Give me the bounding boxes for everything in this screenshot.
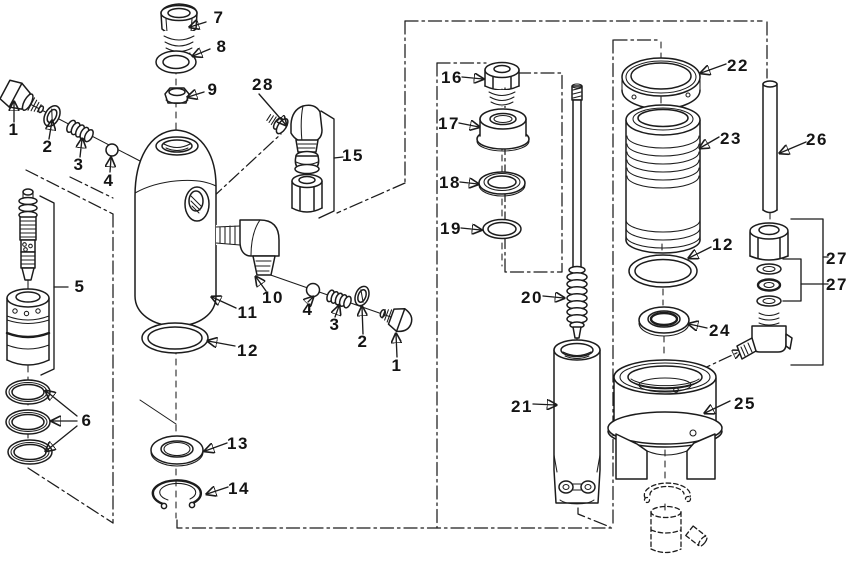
callout-4b: 4: [302, 300, 314, 319]
part-16-gland-nut: [484, 61, 520, 106]
callout-2b: 2: [357, 332, 369, 351]
part-12-o-ring-left: [141, 322, 209, 354]
callout-12a: 12: [237, 341, 259, 360]
callout-10: 10: [262, 288, 284, 307]
callout-1a: 1: [8, 120, 20, 139]
callout-22: 22: [727, 56, 749, 75]
callout-6: 6: [81, 411, 93, 430]
part-14-retaining-ring: [151, 479, 203, 510]
part-9-nut: [164, 87, 190, 105]
part-27-tee-fitting: [736, 310, 793, 360]
part-11-reservoir-body: [134, 129, 217, 327]
phantom-snap-ring: [643, 482, 692, 504]
callout-8: 8: [216, 37, 228, 56]
callout-23: 23: [720, 129, 742, 148]
part-27-washer-lower: [756, 295, 782, 307]
callout-17: 17: [438, 114, 460, 133]
callout-25: 25: [734, 394, 756, 413]
callout-11: 11: [237, 303, 259, 322]
phantom-coupler: [650, 505, 708, 554]
part-12-o-ring-right: [628, 254, 698, 288]
part-18-backup-ring: [478, 171, 526, 197]
part-28-elbow-fitting: [266, 104, 323, 153]
leader-arrows: [14, 22, 807, 494]
part-4-ball-second: [305, 282, 321, 298]
callout-15: 15: [342, 146, 364, 165]
part-19-o-ring: [482, 218, 522, 240]
bracket-lines: [39, 110, 829, 376]
part-23-boot: [625, 104, 701, 254]
part-7-filler-plug: [160, 3, 198, 58]
part-8-gasket-ring: [155, 50, 197, 74]
callout-28: 28: [252, 75, 274, 94]
callout-24: 24: [709, 321, 731, 340]
part-1-plug: [0, 79, 45, 114]
phantom-lines: [25, 20, 768, 529]
callout-9: 9: [207, 80, 219, 99]
part-25-base-housing: [607, 359, 723, 480]
callout-2a: 2: [42, 137, 54, 156]
callout-27b: 27: [826, 275, 846, 294]
callout-26: 26: [806, 130, 828, 149]
part-15-ferrule-and-nut: [291, 150, 323, 213]
callout-5: 5: [74, 277, 86, 296]
callout-1b: 1: [391, 356, 403, 375]
part-5-valve-cartridge: [5, 188, 51, 366]
part-20-piston-rod-spring: [566, 83, 588, 339]
callout-13: 13: [227, 434, 249, 453]
part-17-packing: [476, 108, 530, 152]
part-27-o-ring: [756, 278, 782, 292]
part-21-cylinder-tube: [553, 339, 601, 505]
callout-7: 7: [213, 8, 225, 27]
callout-21: 21: [511, 397, 533, 416]
callout-19: 19: [440, 219, 462, 238]
part-10-elbow: [215, 219, 280, 276]
callout-3a: 3: [73, 155, 85, 174]
callout-27a: 27: [826, 249, 846, 268]
callout-4a: 4: [103, 171, 115, 190]
part-27-washer-upper: [756, 263, 782, 275]
callout-3b: 3: [329, 315, 341, 334]
part-4-ball: [105, 143, 119, 157]
callout-20: 20: [521, 288, 543, 307]
part-1-plug-second: [379, 308, 413, 333]
callout-14: 14: [228, 479, 250, 498]
part-3-spring-second: [326, 289, 352, 309]
part-26-pickup-tube: [762, 80, 778, 214]
callout-12b: 12: [712, 235, 734, 254]
part-22-collar-ring: [621, 57, 701, 110]
callout-16: 16: [441, 68, 463, 87]
part-3-spring: [66, 119, 94, 143]
part-13-ring: [150, 435, 204, 467]
part-24-seal-ring: [638, 306, 690, 337]
part-27-nut: [749, 222, 789, 261]
callout-18: 18: [439, 173, 461, 192]
part-6-o-rings: [5, 379, 53, 465]
